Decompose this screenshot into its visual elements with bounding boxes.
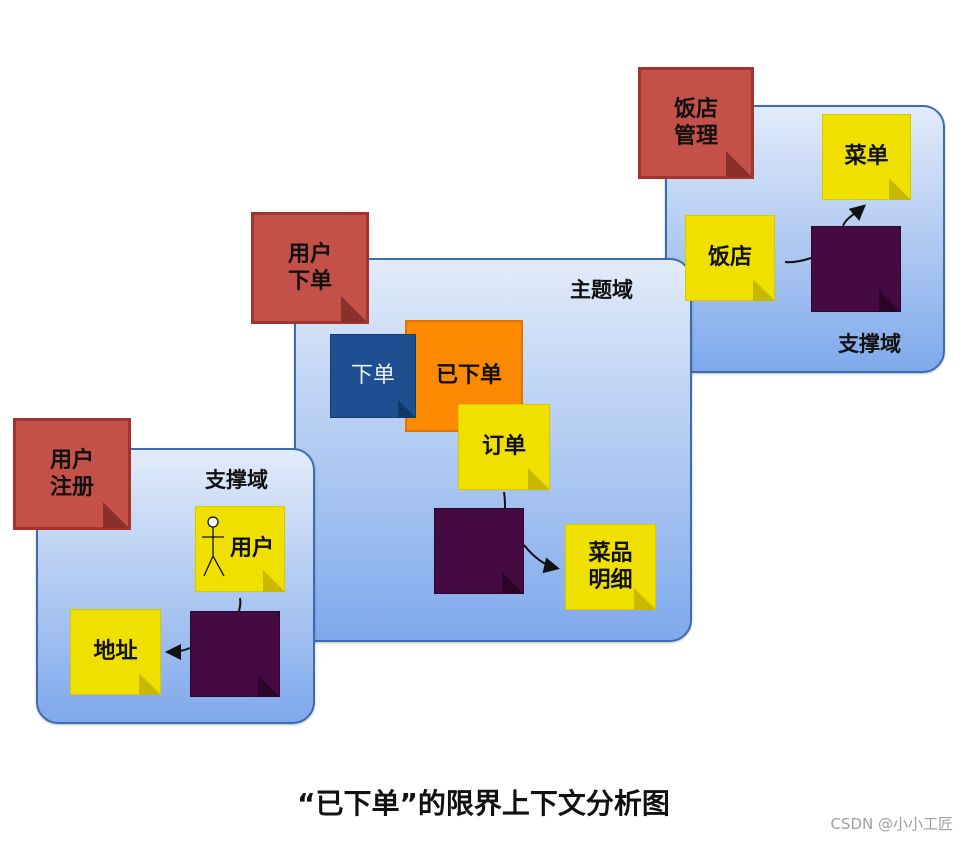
fold-corner [889,178,911,200]
fold-corner [879,290,901,312]
user-order-label: 用户 下单 [287,241,332,295]
fold-corner [634,588,656,610]
user-entity: 用户 [195,506,285,592]
ordered-label: 已下单 [435,363,502,389]
menu-label: 菜单 [844,144,889,170]
restaurant-entity: 饭店 [685,215,775,301]
restaurant-entity-link [784,257,812,264]
address-entity: 地址 [70,609,161,695]
diagram-caption: “已下单”的限界上下文分析图 [297,787,670,820]
user-register-label: 用户 注册 [49,447,94,501]
fold-corner [263,570,285,592]
user-order-command: 用户 下单 [251,212,369,324]
order-label: 订单 [481,434,526,460]
watermark: CSDN @小小工匠 [830,815,953,833]
order-aggregate [434,508,524,594]
user-label: 用户 [229,536,274,562]
user-to-address-arrow [165,643,191,660]
order-entity: 订单 [458,404,550,490]
restaurant-to-menu-arrow [842,204,867,227]
fold-corner [258,675,280,697]
actor-stick-figure-icon [202,516,225,577]
order-to-aggregate-link [503,491,506,509]
restaurant-aggregate [811,226,901,312]
user-register-command: 用户 注册 [13,418,131,530]
fold-corner [103,502,129,528]
user-to-aggregate-link [238,597,242,612]
restaurant-label: 饭店 [707,245,752,271]
restaurant-management-command: 饭店 管理 [638,67,754,179]
place-order-command: 下单 [330,334,416,418]
fold-corner [139,673,161,695]
fold-corner [726,151,752,177]
restaurant-management-label: 饭店 管理 [673,96,718,150]
user-domain-label: 支撑域 [205,468,268,492]
fold-corner [753,279,775,301]
dish-detail-entity: 菜品 明细 [565,524,656,610]
user-aggregate [190,611,280,697]
order-to-dish-arrow [523,544,560,574]
address-label: 地址 [93,639,138,665]
fold-corner [502,572,524,594]
fold-corner [398,400,416,418]
fold-corner [528,468,550,490]
core-domain-label: 主题域 [570,278,633,302]
menu-entity: 菜单 [822,114,911,200]
dish-detail-label: 菜品 明细 [588,540,633,594]
place-order-label: 下单 [350,363,395,389]
fold-corner [341,296,367,322]
restaurant-domain-label: 支撑域 [838,332,901,356]
